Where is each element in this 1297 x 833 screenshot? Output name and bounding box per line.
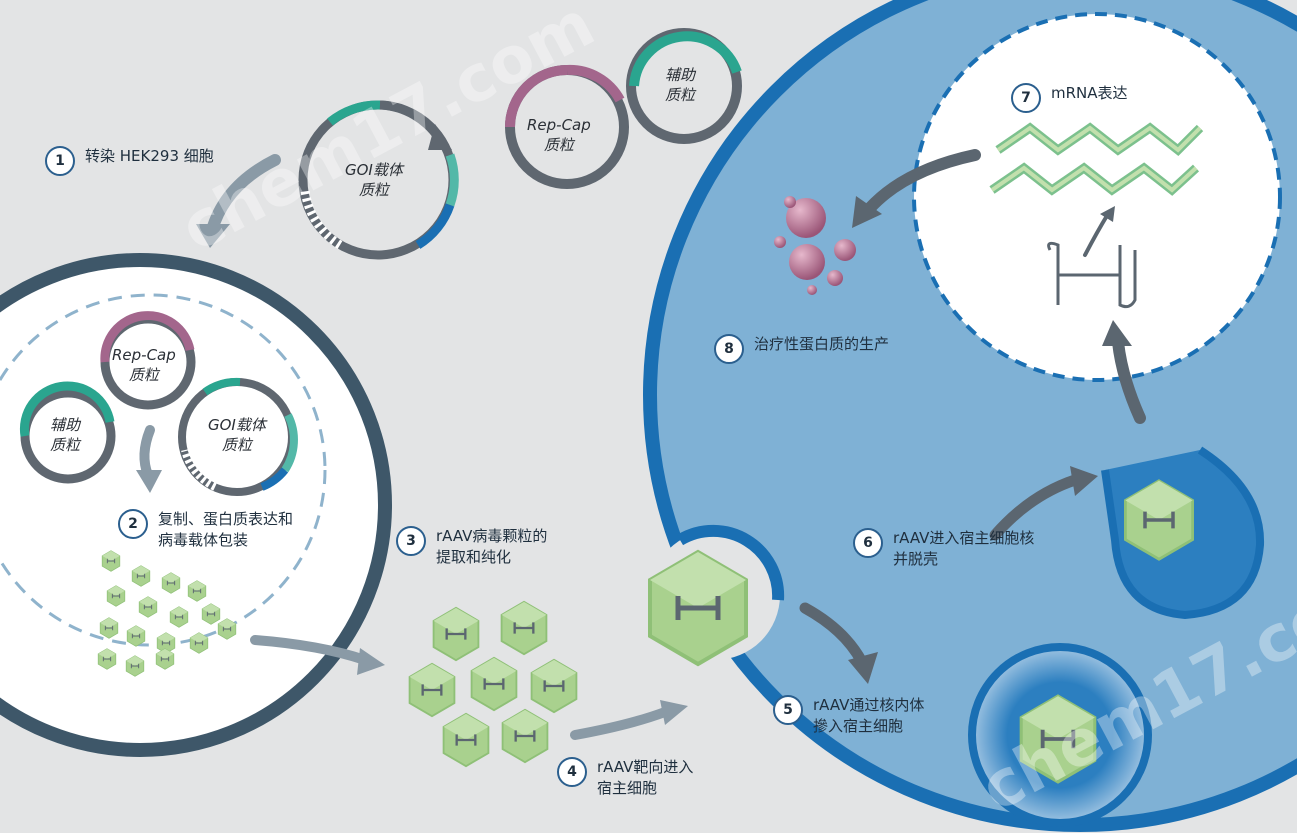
step-6: 6 rAAV进入宿主细胞核 并脱壳	[853, 528, 1034, 570]
uncoating-arrowhead	[1102, 320, 1132, 346]
endocytosis-arrow	[799, 602, 868, 668]
transfection-arrow	[206, 154, 281, 236]
uncoating-arrow	[1112, 336, 1146, 424]
step-3-number: 3	[396, 526, 426, 556]
step-3: 3 rAAV病毒颗粒的 提取和纯化	[396, 526, 547, 568]
step-8-label: 治疗性蛋白质的生产	[754, 335, 890, 353]
replication-arrowhead	[136, 470, 162, 493]
therapeutic-proteins	[774, 196, 856, 295]
step-7: 7 mRNA表达	[1011, 83, 1128, 113]
step-2-number: 2	[118, 509, 148, 539]
targeting-arrowhead	[660, 700, 688, 725]
nuclear-entry-arrowhead	[1070, 466, 1098, 496]
helper-plasmid-top	[626, 28, 742, 144]
step-3-label: rAAV病毒颗粒的 提取和纯化	[436, 527, 548, 566]
goi-plasmid-cell	[178, 377, 298, 496]
transcription-arrowhead	[1100, 206, 1115, 222]
step-7-label: mRNA表达	[1051, 84, 1128, 102]
step-6-number: 6	[853, 528, 883, 558]
replication-arrow	[139, 425, 155, 480]
step-8: 8 治疗性蛋白质的生产	[714, 334, 889, 364]
targeting-arrow	[570, 707, 670, 740]
step-7-number: 7	[1011, 83, 1041, 113]
producer-nucleus	[0, 293, 327, 647]
mrna-strands	[989, 122, 1204, 196]
rep-cap-plasmid-top	[505, 64, 629, 189]
endocytosis-arrowhead	[848, 652, 878, 684]
release-arrowhead	[357, 648, 385, 675]
helper-plasmid-label-top: 辅助 质粒	[665, 66, 696, 104]
step-2-label: 复制、蛋白质表达和 病毒载体包装	[158, 510, 294, 549]
purified-capsids	[408, 600, 578, 768]
goi-plasmid-label-cell: GOI载体 质粒	[208, 416, 266, 454]
goi-plasmid-label-top: GOI载体 质粒	[345, 161, 403, 199]
step-1-number: 1	[45, 146, 75, 176]
step-5-label: rAAV通过核内体 摻入宿主细胞	[813, 696, 925, 735]
step-4: 4 rAAV靶向进入 宿主细胞	[557, 757, 693, 799]
viral-genome	[1047, 241, 1137, 309]
release-arrow	[250, 635, 370, 665]
endocytosis-membrane	[676, 524, 785, 601]
rep-cap-plasmid-label-top: Rep-Cap 质粒	[527, 116, 591, 154]
helper-plasmid-label-cell: 辅助 质粒	[50, 416, 81, 454]
goi-plasmid-top-arrowhead	[428, 124, 452, 150]
step-8-number: 8	[714, 334, 744, 364]
step-1: 1 转染 HEK293 细胞	[45, 146, 214, 176]
step-1-label: 转染 HEK293 细胞	[85, 147, 214, 165]
producer-cell	[0, 253, 392, 757]
rep-cap-plasmid-label-cell: Rep-Cap 质粒	[112, 346, 176, 384]
step-5: 5 rAAV通过核内体 摻入宿主细胞	[773, 695, 924, 737]
step-6-label: rAAV进入宿主细胞核 并脱壳	[893, 529, 1035, 568]
transfection-arrowhead	[196, 224, 230, 248]
rep-cap-plasmid-cell	[100, 311, 196, 410]
host-nucleus	[912, 12, 1282, 382]
step-4-number: 4	[557, 757, 587, 787]
helper-plasmid-cell	[19, 381, 116, 484]
translation-arrowhead	[852, 196, 882, 228]
step-4-label: rAAV靶向进入 宿主细胞	[597, 758, 694, 797]
step-5-number: 5	[773, 695, 803, 725]
step-2: 2 复制、蛋白质表达和 病毒载体包装	[118, 509, 293, 551]
nuclear-entry-arrow	[989, 474, 1081, 541]
translation-arrow	[864, 149, 981, 214]
